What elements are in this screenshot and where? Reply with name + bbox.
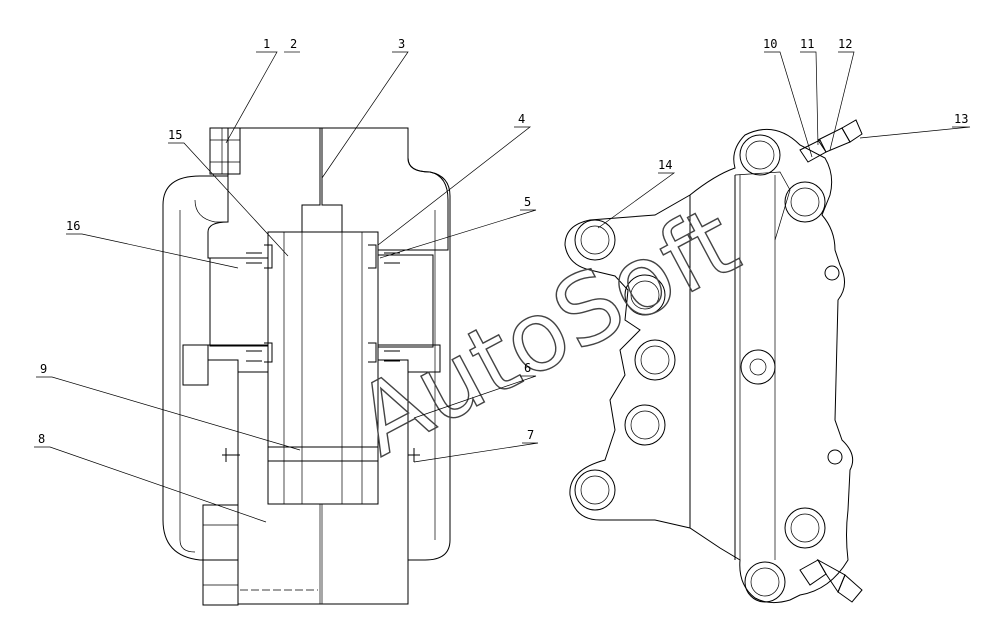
callout-12: 12 <box>838 37 852 51</box>
front-view <box>564 119 863 604</box>
callout-15: 15 <box>168 128 182 142</box>
callout-8: 8 <box>38 432 45 446</box>
callout-1: 1 <box>263 37 270 51</box>
callout-16: 16 <box>66 219 80 233</box>
callout-13: 13 <box>954 112 968 126</box>
callout-4: 4 <box>518 112 525 126</box>
callout-6: 6 <box>524 361 531 375</box>
bolt-head <box>624 274 666 316</box>
callout-9: 9 <box>40 362 47 376</box>
bolt-head <box>624 404 666 446</box>
bolt-head <box>739 134 781 176</box>
bolt-head <box>744 561 786 603</box>
bolt-head <box>574 469 616 511</box>
leader-lines <box>34 51 971 523</box>
bleeder-fitting-bottom <box>799 558 863 603</box>
callout-7: 7 <box>527 428 534 442</box>
bolt-head <box>784 181 826 223</box>
callout-11: 11 <box>800 37 814 51</box>
callout-3: 3 <box>398 37 405 51</box>
bolt-head <box>574 219 616 261</box>
bolt-head <box>634 339 676 381</box>
watermark: AutoSoft <box>339 185 756 477</box>
center-nut <box>740 349 776 385</box>
section-view <box>162 127 451 606</box>
callout-14: 14 <box>658 158 672 172</box>
callout-2: 2 <box>290 37 297 51</box>
bleeder-fitting-top <box>799 119 863 163</box>
callout-10: 10 <box>763 37 777 51</box>
bolt-head <box>784 507 826 549</box>
callout-5: 5 <box>524 195 531 209</box>
